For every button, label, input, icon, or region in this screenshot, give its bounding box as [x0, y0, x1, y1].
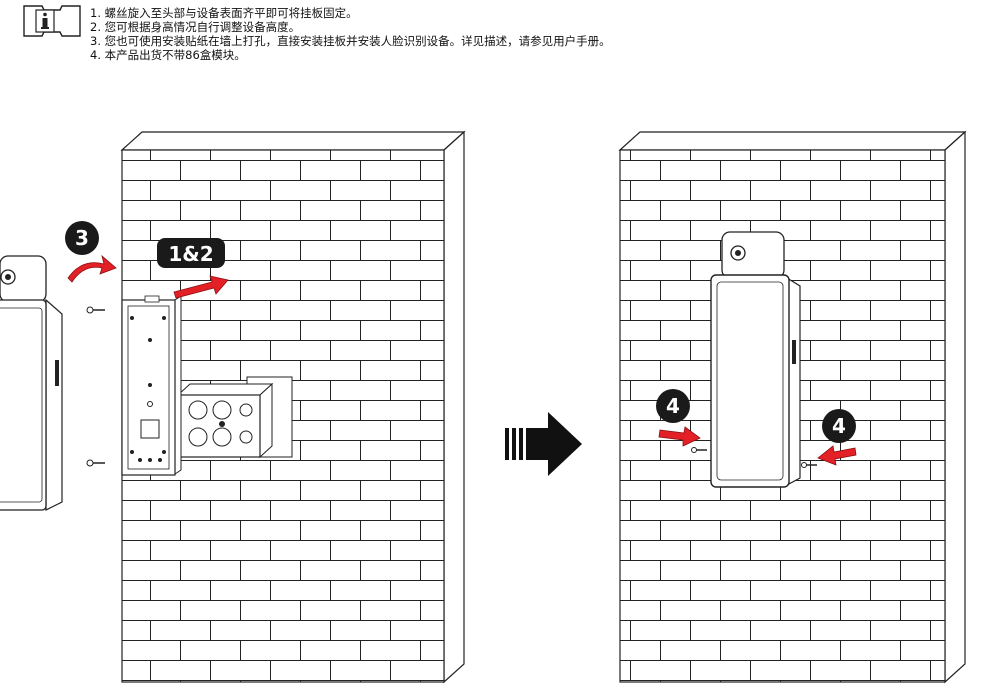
step-1-2-badge: 1&2 — [157, 238, 225, 268]
installation-diagram: 3 1&2 4 4 — [0, 130, 967, 684]
svg-text:4: 4 — [832, 414, 846, 438]
arrow-left-icon — [817, 445, 857, 466]
installed-device — [710, 231, 801, 488]
note-list: 1. 螺丝旋入至头部与设备表面齐平即可将挂板固定。 2. 您可根据身高情况自行调… — [90, 6, 611, 62]
svg-text:1&2: 1&2 — [168, 242, 213, 266]
note-item: 2. 您可根据身高情况自行调整设备高度。 — [90, 20, 301, 34]
info-icon — [22, 4, 82, 42]
face-recognition-device — [0, 255, 63, 511]
next-step-arrow-icon — [505, 412, 582, 476]
svg-text:4: 4 — [666, 394, 680, 418]
step-4-right-badge: 4 — [822, 409, 856, 443]
step-3-badge: 3 — [65, 221, 99, 255]
note-section: 1. 螺丝旋入至头部与设备表面齐平即可将挂板固定。 2. 您可根据身高情况自行调… — [0, 0, 985, 100]
mounting-plate — [121, 295, 182, 476]
note-item: 1. 螺丝旋入至头部与设备表面齐平即可将挂板固定。 — [90, 6, 358, 20]
screw-icon — [801, 462, 817, 468]
note-item: 3. 您也可使用安装贴纸在墙上打孔，直接安装挂板并安装人脸识别设备。详见描述，请… — [90, 34, 611, 48]
curved-arrow-icon — [67, 254, 117, 283]
arrow-right-icon — [658, 426, 701, 447]
svg-text:3: 3 — [75, 226, 89, 250]
screw-icon — [691, 447, 707, 453]
screw-icon — [86, 459, 105, 467]
junction-box — [176, 376, 293, 459]
arrow-icon — [173, 275, 229, 299]
screw-icon — [86, 306, 105, 314]
note-item: 4. 本产品出货不带86盒模块。 — [90, 48, 246, 62]
step-4-left-badge: 4 — [656, 389, 690, 423]
